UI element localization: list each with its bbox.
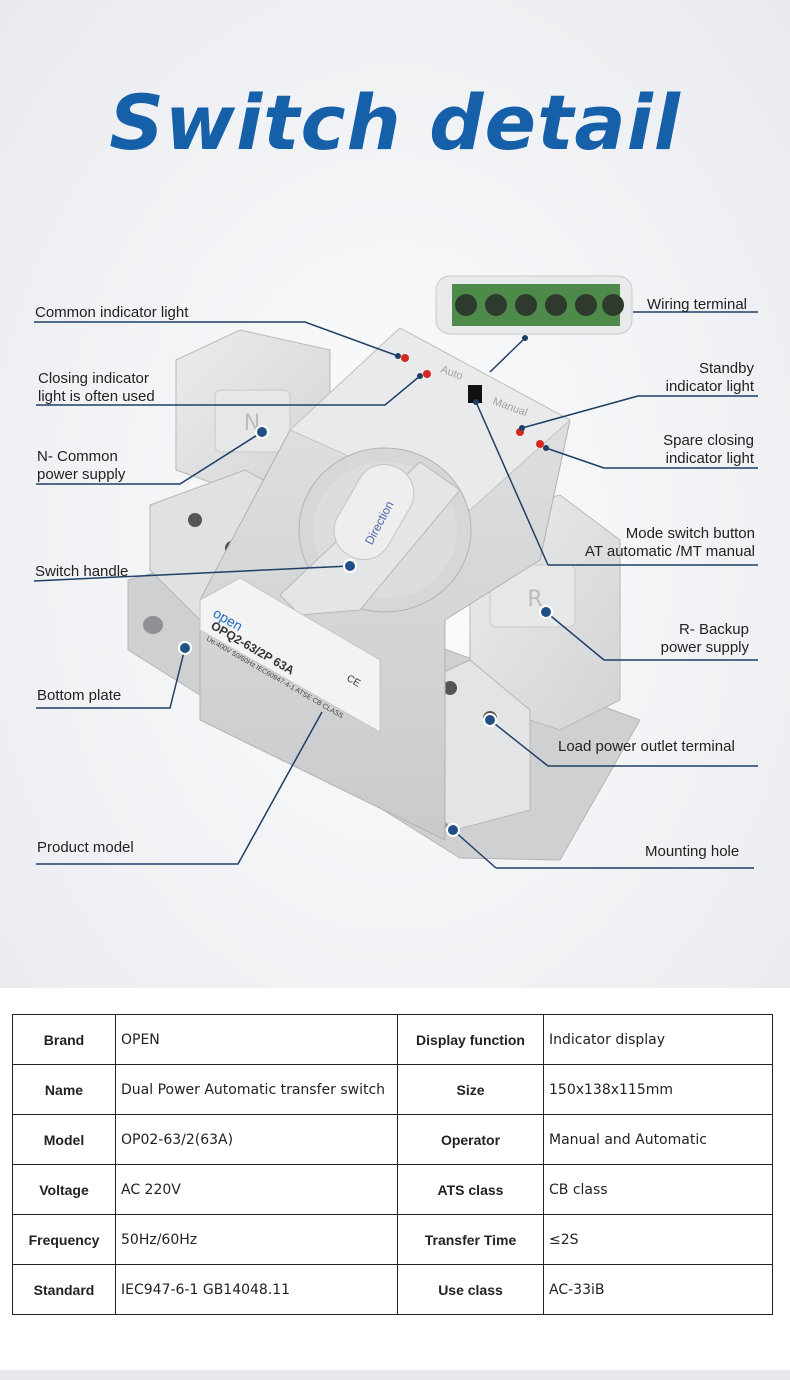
table-row: Brand OPEN Display function Indicator di… xyxy=(12,1014,773,1065)
spec-value: OPEN xyxy=(115,1014,398,1065)
spec-key: Model xyxy=(12,1114,116,1165)
callout-n-common-line1: N- Common xyxy=(37,448,118,465)
callout-switch-handle: Switch handle xyxy=(35,563,129,580)
callout-n-common-line2: power supply xyxy=(37,466,126,483)
table-row: Voltage AC 220V ATS class CB class xyxy=(12,1164,773,1215)
callout-closing-indicator-line2: light is often used xyxy=(38,388,155,405)
mounting-hole xyxy=(143,616,163,634)
indicator-light-closing xyxy=(423,370,431,378)
callout-mode-switch-line2: AT automatic /MT manual xyxy=(584,543,755,560)
callout-closing-indicator-line1: Closing indicator xyxy=(38,370,149,387)
callout-spare-closing-line1: Spare closing xyxy=(663,432,754,449)
spec-value: Manual and Automatic xyxy=(543,1114,773,1165)
table-row: Frequency 50Hz/60Hz Transfer Time ≤2S xyxy=(12,1214,773,1265)
spec-value: AC 220V xyxy=(115,1164,398,1215)
spec-key: Name xyxy=(12,1064,116,1115)
callout-product-model: Product model xyxy=(37,839,134,856)
spec-key: Size xyxy=(397,1064,544,1115)
callout-r-backup-line2: power supply xyxy=(660,639,749,656)
spec-key: Standard xyxy=(12,1264,116,1315)
callout-wiring-terminal: Wiring terminal xyxy=(647,296,748,313)
callout-spare-closing: Spare closing indicator light xyxy=(663,432,754,468)
spec-value: CB class xyxy=(543,1164,773,1215)
spec-value: 50Hz/60Hz xyxy=(115,1214,398,1265)
callout-common-indicator: Common indicator light xyxy=(35,304,189,321)
switch-handle-grip xyxy=(333,463,415,561)
spec-key: Brand xyxy=(12,1014,116,1065)
spec-key: Use class xyxy=(397,1264,544,1315)
indicator-light-spare xyxy=(536,440,544,448)
table-row: Standard IEC947-6-1 GB14048.11 Use class… xyxy=(12,1264,773,1315)
spec-value: Indicator display xyxy=(543,1014,773,1065)
leader-lines xyxy=(33,311,758,869)
callout-standby-line2: indicator light xyxy=(665,378,754,395)
callout-standby: Standby indicator light xyxy=(666,360,754,396)
indicator-light-common xyxy=(401,354,409,362)
r-mark: R xyxy=(527,587,542,612)
callout-bottom-plate: Bottom plate xyxy=(37,687,122,704)
spec-value: IEC947-6-1 GB14048.11 xyxy=(115,1264,398,1315)
callout-n-common: N- Common power supply xyxy=(37,448,125,484)
callout-r-backup: R- Backup power supply xyxy=(661,621,749,657)
callout-mounting-hole: Mounting hole xyxy=(645,843,740,860)
spec-value: OP02-63/2(63A) xyxy=(115,1114,398,1165)
footer-strip xyxy=(0,1370,790,1380)
spec-key: Transfer Time xyxy=(397,1214,544,1265)
spec-value: AC-33iB xyxy=(543,1264,773,1315)
callout-standby-line1: Standby xyxy=(698,360,754,377)
table-row: Model OP02-63/2(63A) Operator Manual and… xyxy=(12,1114,773,1165)
callout-r-backup-line1: R- Backup xyxy=(678,621,749,638)
callout-closing-indicator: Closing indicator light is often used xyxy=(38,370,155,406)
spec-value: Dual Power Automatic transfer switch xyxy=(115,1064,398,1115)
spec-table: Brand OPEN Display function Indicator di… xyxy=(12,1014,773,1315)
mode-switch-button xyxy=(468,385,482,403)
page-title: Switch detail xyxy=(109,78,681,167)
spec-key: Display function xyxy=(397,1014,544,1065)
product-label xyxy=(199,577,381,733)
spec-key: Voltage xyxy=(12,1164,116,1215)
spec-value: ≤2S xyxy=(543,1214,773,1265)
callout-mode-switch-line1: Mode switch button xyxy=(625,525,755,542)
callout-load-outlet: Load power outlet terminal xyxy=(558,738,735,755)
spec-key: Frequency xyxy=(12,1214,116,1265)
spec-key: Operator xyxy=(397,1114,544,1165)
switch-illustration: N R Direction Auto Manual open OPQ2-63/2… xyxy=(127,275,641,861)
spec-key: ATS class xyxy=(397,1164,544,1215)
table-row: Name Dual Power Automatic transfer switc… xyxy=(12,1064,773,1115)
spec-value: 150x138x115mm xyxy=(543,1064,773,1115)
callout-mode-switch: Mode switch button AT automatic /MT manu… xyxy=(585,525,755,561)
callout-spare-closing-line2: indicator light xyxy=(665,450,754,467)
